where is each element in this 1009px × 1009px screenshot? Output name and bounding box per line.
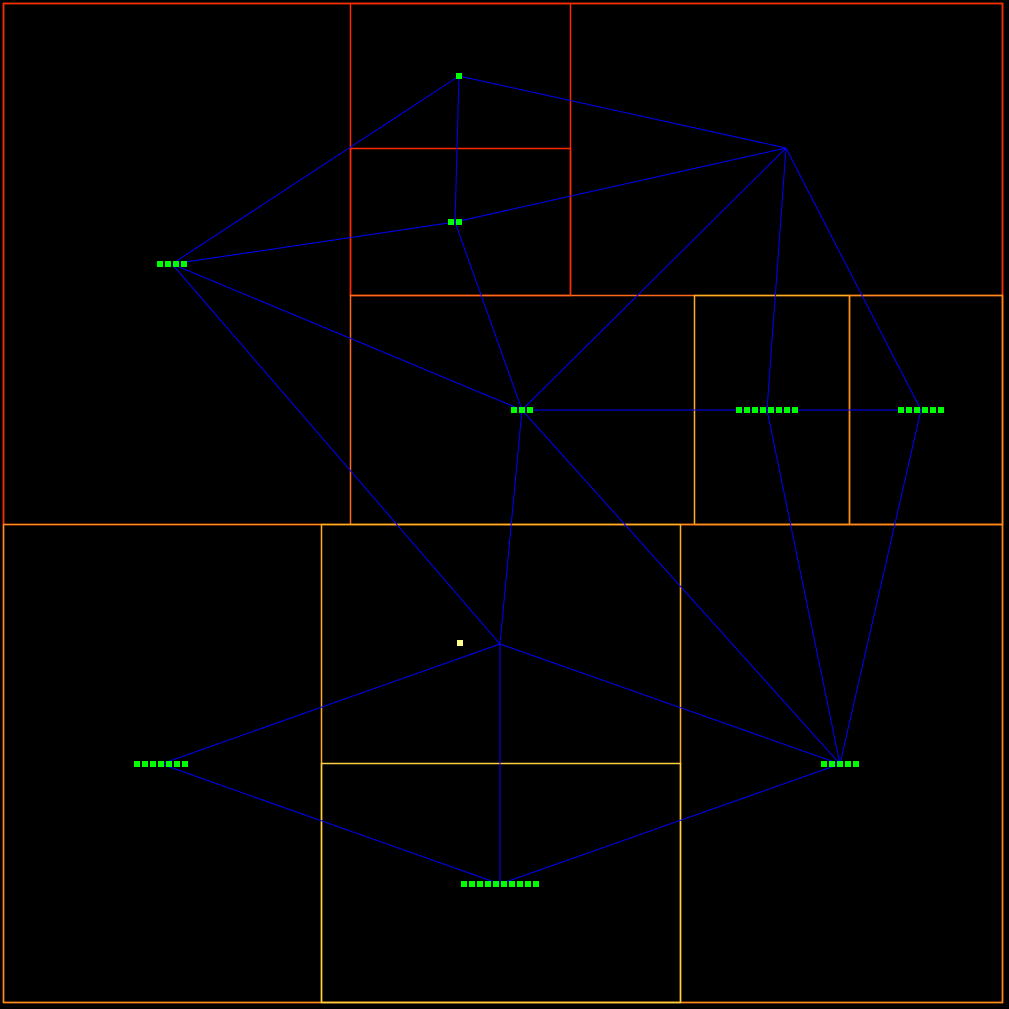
edge-n3-n5 (171, 263, 523, 411)
edge-n3-n2 (171, 221, 456, 265)
node-marker (525, 881, 531, 887)
edge-n2-n5 (454, 221, 523, 411)
node-n10 (821, 761, 859, 767)
node-marker (157, 261, 163, 267)
edge-n7-n10 (839, 409, 922, 765)
node-n7 (898, 407, 944, 413)
edge-n4-n5 (521, 147, 787, 411)
region-top (2, 2, 1004, 526)
highlight-layer (457, 640, 463, 646)
edge-n1-n4 (458, 75, 787, 149)
node-n2 (448, 219, 462, 225)
node-marker (165, 261, 171, 267)
node-marker (158, 761, 164, 767)
node-marker (174, 761, 180, 767)
edge-n3-n8 (171, 263, 501, 645)
node-marker (845, 761, 851, 767)
region-top-center (349, 2, 572, 297)
edge-n5-n8 (499, 409, 523, 645)
graph-nodes (134, 73, 944, 887)
node-marker (181, 261, 187, 267)
node-marker (456, 219, 462, 225)
edge-n1-n3 (171, 75, 460, 265)
node-marker (914, 407, 920, 413)
node-marker (461, 881, 467, 887)
node-marker (906, 407, 912, 413)
node-marker (182, 761, 188, 767)
highlight-marker (457, 640, 463, 646)
edge-n5-n10 (521, 409, 841, 765)
node-marker (776, 407, 782, 413)
edge-n4-n6 (766, 147, 787, 411)
node-marker (166, 761, 172, 767)
node-marker (142, 761, 148, 767)
node-marker (736, 407, 742, 413)
edge-n9-n11 (160, 763, 501, 885)
node-n1 (456, 73, 462, 79)
node-marker (173, 261, 179, 267)
region-bottom-center-lower (320, 762, 682, 1004)
node-n5 (511, 407, 533, 413)
edge-n2-n4 (454, 147, 787, 223)
node-marker (527, 407, 533, 413)
node-n3 (157, 261, 187, 267)
node-marker (150, 761, 156, 767)
node-marker (837, 761, 843, 767)
node-n6 (736, 407, 798, 413)
edge-n10-n11 (499, 763, 841, 885)
node-marker (752, 407, 758, 413)
node-marker (760, 407, 766, 413)
node-marker (821, 761, 827, 767)
node-marker (134, 761, 140, 767)
node-marker (898, 407, 904, 413)
edge-n1-n2 (454, 75, 460, 223)
node-marker (485, 881, 491, 887)
node-marker (501, 881, 507, 887)
node-marker (784, 407, 790, 413)
node-marker (853, 761, 859, 767)
node-marker (477, 881, 483, 887)
node-n11 (461, 881, 539, 887)
node-marker (456, 73, 462, 79)
node-marker (768, 407, 774, 413)
node-marker (938, 407, 944, 413)
node-marker (517, 881, 523, 887)
node-marker (469, 881, 475, 887)
edge-n8-n10 (499, 643, 841, 765)
node-marker (519, 407, 525, 413)
node-marker (533, 881, 539, 887)
node-n9 (134, 761, 188, 767)
graph-edges (160, 75, 922, 885)
node-marker (493, 881, 499, 887)
edge-n8-n9 (160, 643, 501, 765)
node-marker (930, 407, 936, 413)
node-marker (829, 761, 835, 767)
node-marker (509, 881, 515, 887)
node-marker (744, 407, 750, 413)
edge-n6-n10 (766, 409, 841, 765)
node-marker (792, 407, 798, 413)
node-marker (448, 219, 454, 225)
node-marker (511, 407, 517, 413)
node-marker (922, 407, 928, 413)
edge-n4-n7 (785, 147, 922, 411)
